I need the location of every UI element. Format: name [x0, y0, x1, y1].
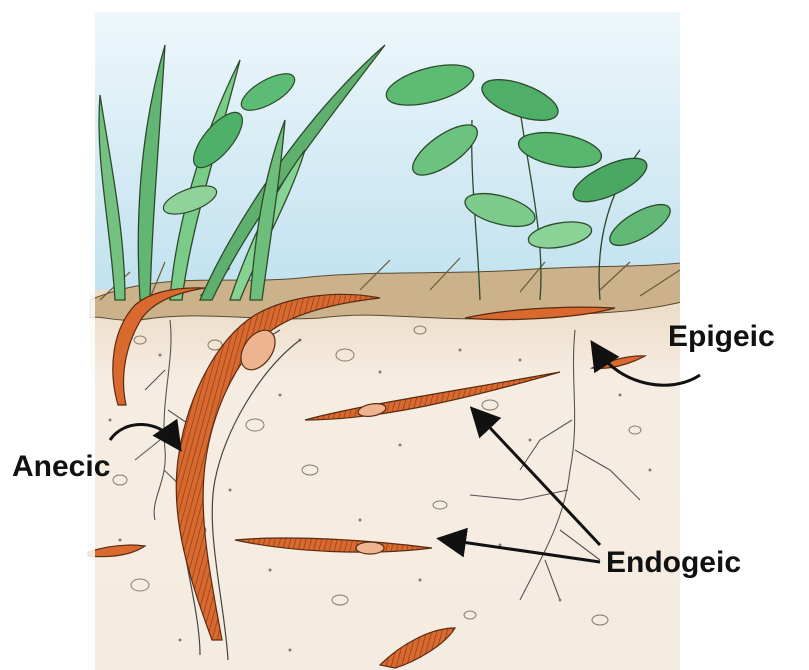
top-fade — [0, 0, 809, 12]
endogeic-label: Endogeic — [606, 548, 741, 578]
endogeic-clitellum-lower — [356, 542, 384, 554]
anecic-label: Anecic — [12, 452, 110, 482]
epigeic-label: Epigeic — [668, 322, 775, 352]
left-fade — [0, 0, 95, 670]
